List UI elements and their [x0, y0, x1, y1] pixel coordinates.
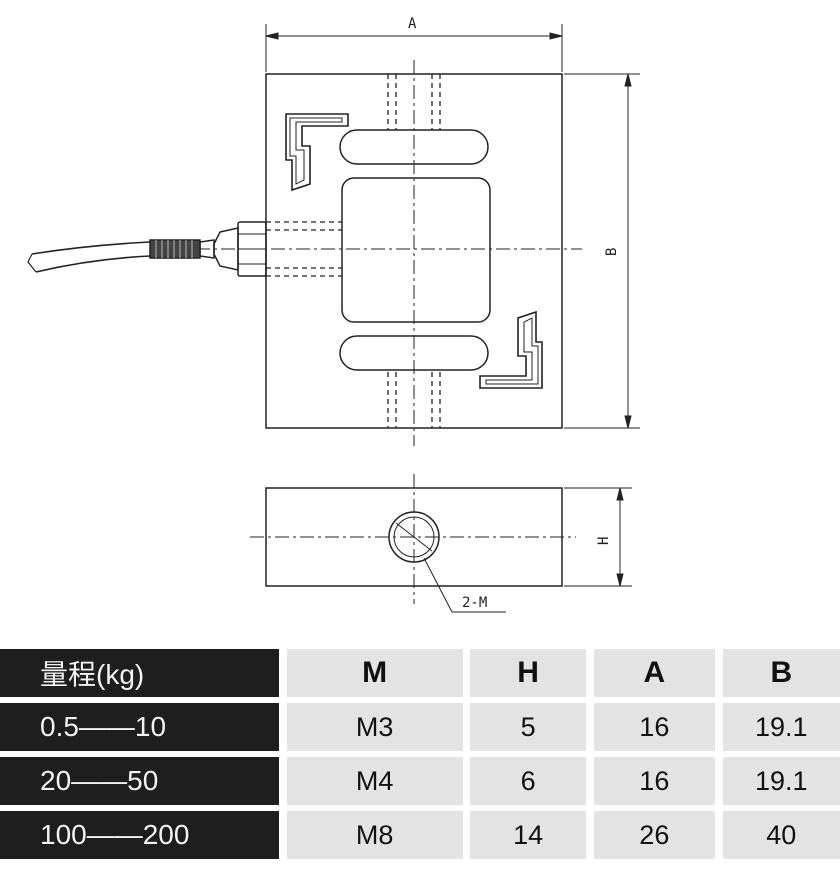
- center-pocket: [341, 177, 491, 323]
- b-cell: 19.1: [722, 703, 840, 751]
- cable-gland: [199, 221, 267, 277]
- front-view-body: [265, 73, 563, 429]
- h-cell: 6: [470, 757, 587, 805]
- dim-b-label: B: [604, 248, 620, 256]
- h-cell: 5: [470, 703, 587, 751]
- header-h: H: [470, 649, 587, 697]
- header-m: M: [286, 649, 463, 697]
- thread-callout-leader: [423, 557, 506, 613]
- dimension-a: [265, 24, 563, 72]
- dimension-b: [564, 73, 640, 429]
- m-cell: M4: [286, 757, 463, 805]
- table-row: 0.5——10 M3 5 16 19.1: [0, 703, 840, 751]
- m-cell: M8: [286, 811, 463, 859]
- spec-table: 量程(kg) M H A B 0.5——10 M3 5 16 19.1 20——…: [0, 643, 840, 865]
- dim-a-label: A: [408, 16, 417, 32]
- dim-h-label: H: [596, 537, 612, 545]
- range-cell: 100——200: [0, 811, 280, 859]
- table-row: 20——50 M4 6 16 19.1: [0, 757, 840, 805]
- upper-s-slot: [285, 113, 349, 192]
- a-cell: 16: [593, 757, 716, 805]
- header-a: A: [593, 649, 716, 697]
- thread-callout-label: 2-M: [462, 595, 487, 611]
- table-row: 100——200 M8 14 26 40: [0, 811, 840, 859]
- range-cell: 20——50: [0, 757, 280, 805]
- table-header-row: 量程(kg) M H A B: [0, 649, 840, 697]
- header-range: 量程(kg): [0, 649, 280, 697]
- cable-entry-hole: [266, 221, 342, 277]
- b-cell: 40: [722, 811, 840, 859]
- bottom-thread-hole: [387, 372, 441, 428]
- side-thread-hole-inner: [393, 516, 435, 558]
- m-cell: M3: [286, 703, 463, 751]
- cable-strain-relief: [149, 239, 201, 259]
- dimension-h: [564, 487, 632, 587]
- s-type-load-cell-drawing: A B H 2-M: [27, 16, 640, 613]
- range-cell: 0.5——10: [0, 703, 280, 751]
- top-thread-hole: [387, 74, 441, 130]
- h-cell: 14: [470, 811, 587, 859]
- lower-s-slot: [479, 310, 543, 389]
- a-cell: 16: [593, 703, 716, 751]
- a-cell: 26: [593, 811, 716, 859]
- b-cell: 19.1: [722, 757, 840, 805]
- header-b: B: [722, 649, 840, 697]
- cable: [31, 241, 151, 273]
- center-lines: [196, 60, 582, 446]
- side-thread-hole-outer: [388, 511, 440, 563]
